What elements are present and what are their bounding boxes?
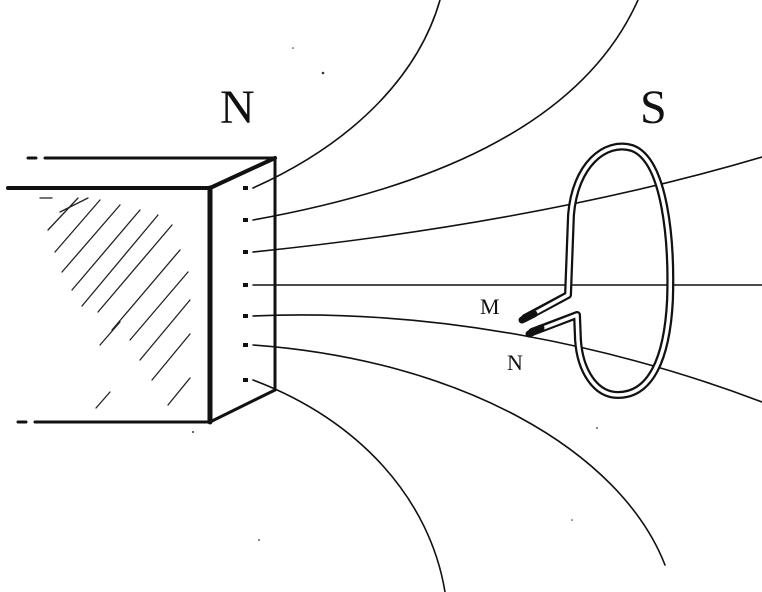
field-line-3 xyxy=(252,156,762,253)
magnet-bottom-edge xyxy=(33,388,277,424)
magnet-shading xyxy=(39,197,191,409)
lead-lower-label: N xyxy=(507,350,523,375)
paper-specks xyxy=(192,47,598,541)
field-line-5 xyxy=(252,314,762,403)
lead-end-lower xyxy=(525,324,545,338)
field-line-7 xyxy=(252,379,446,592)
far-pole-label: S xyxy=(640,81,667,134)
field-line-2 xyxy=(252,0,639,221)
lead-upper-label: M xyxy=(480,294,500,319)
wire-loop xyxy=(518,142,675,399)
magnet-top-edge xyxy=(6,156,277,190)
pole-face-dots xyxy=(243,186,248,382)
field-lines xyxy=(252,0,762,592)
wire-loop-outer xyxy=(521,142,675,399)
lead-end-upper xyxy=(518,310,538,324)
magnet-pole-label: N xyxy=(220,81,255,134)
field-line-6 xyxy=(252,344,666,566)
wire-loop-inner xyxy=(524,144,673,397)
field-line-1 xyxy=(252,0,441,189)
bar-magnet xyxy=(6,156,277,425)
